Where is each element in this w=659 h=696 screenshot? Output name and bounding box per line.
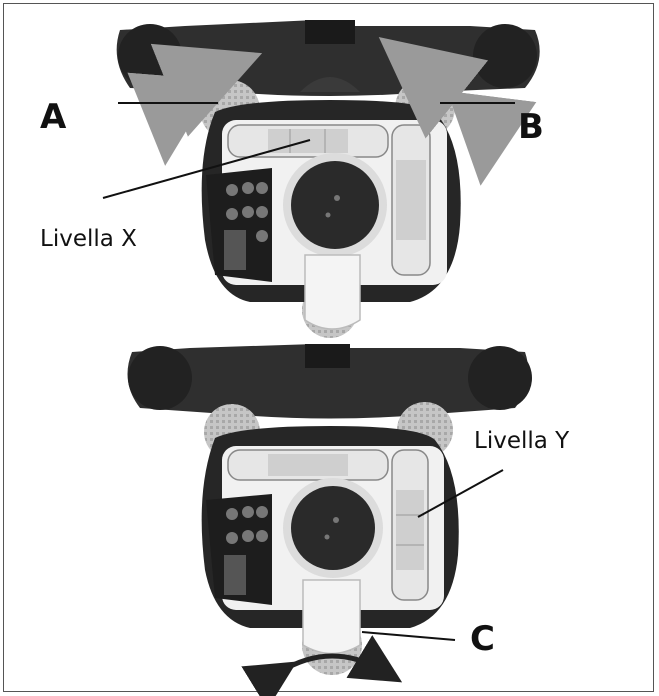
leader-livella-y — [417, 469, 504, 518]
label-livella-y: Livella Y — [474, 428, 570, 454]
rotation-arrows-ab — [127, 37, 537, 186]
instrument-top — [116, 20, 540, 338]
livella-y-vial — [391, 449, 429, 601]
control-panel-top — [206, 168, 272, 282]
handle-bottom — [302, 579, 361, 655]
horizontal-vial-bottom — [227, 449, 389, 481]
base-plate-bottom — [127, 344, 532, 419]
leader-c — [361, 631, 456, 641]
leader-livella-x — [102, 139, 311, 199]
rotation-arrow-c — [241, 635, 403, 696]
instrument-bottom — [127, 344, 532, 696]
label-c: C — [470, 619, 495, 659]
label-livella-x: Livella X — [40, 226, 137, 252]
eyepiece-top — [283, 153, 387, 257]
eyepiece-bottom — [283, 478, 383, 578]
label-b: B — [518, 107, 544, 147]
vertical-vial-top — [391, 124, 431, 276]
instrument-body-top — [201, 100, 461, 330]
instrument-body-bottom — [201, 426, 459, 655]
handle-top — [304, 254, 361, 330]
label-a: A — [40, 97, 67, 137]
control-panel-bottom — [206, 494, 272, 605]
